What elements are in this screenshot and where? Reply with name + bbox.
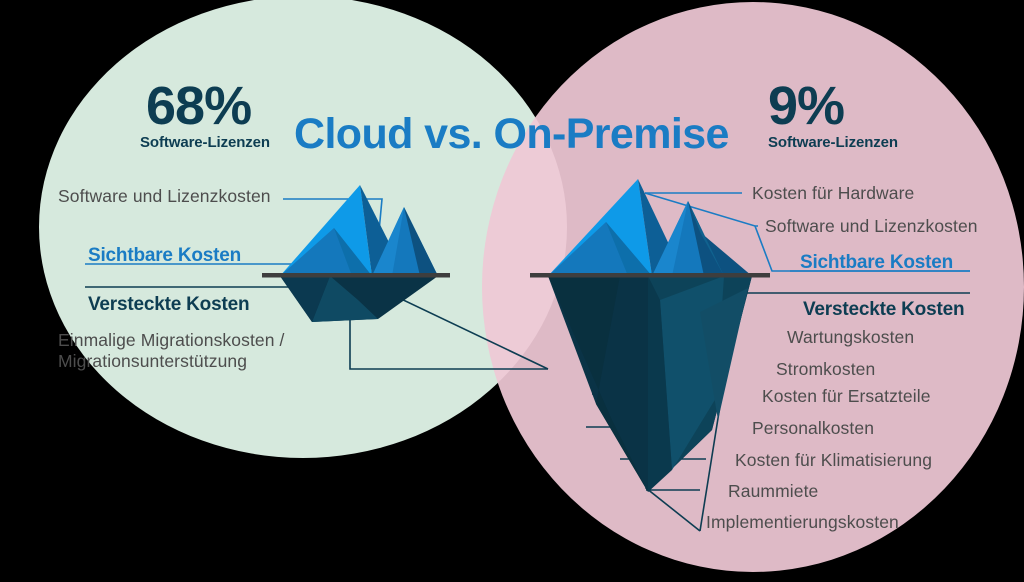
page-title: Cloud vs. On-Premise xyxy=(294,110,729,158)
left-visible-item-0: Software und Lizenzkosten xyxy=(58,186,271,206)
left-iceberg-submerged xyxy=(280,276,438,322)
right-iceberg-submerged xyxy=(548,276,752,492)
circle-cloud-green xyxy=(39,0,567,458)
left-waterline xyxy=(262,273,450,278)
left-percent-caption: Software-Lizenzen xyxy=(140,134,270,151)
right-hidden-item-5: Raummiete xyxy=(728,481,819,501)
left-hidden-item-1: Migrationsunterstützung xyxy=(58,351,248,371)
right-visible-heading: Sichtbare Kosten xyxy=(800,252,954,273)
right-waterline xyxy=(530,273,770,278)
circle-group xyxy=(39,0,1024,572)
right-visible-item-0: Kosten für Hardware xyxy=(752,183,915,203)
right-hidden-item-0: Wartungskosten xyxy=(787,327,915,347)
right-visible-item-1: Software und Lizenzkosten xyxy=(765,216,978,236)
right-iceberg xyxy=(548,179,752,492)
left-iceberg xyxy=(280,185,438,322)
right-hidden-item-4: Kosten für Klimatisierung xyxy=(735,450,933,470)
right-hidden-heading: Versteckte Kosten xyxy=(803,299,965,320)
right-hidden-item-3: Personalkosten xyxy=(752,418,875,438)
left-hidden-item-0: Einmalige Migrationskosten / xyxy=(58,330,285,350)
right-hidden-item-2: Kosten für Ersatzteile xyxy=(762,386,931,406)
right-percent-value: 9% xyxy=(768,76,845,136)
left-iceberg-visible xyxy=(280,185,438,276)
left-hidden-heading: Versteckte Kosten xyxy=(88,294,250,315)
left-visible-heading: Sichtbare Kosten xyxy=(88,245,242,266)
right-hidden-item-6: Implementierungskosten xyxy=(706,512,899,532)
right-hidden-item-1: Stromkosten xyxy=(776,359,876,379)
right-percent-caption: Software-Lizenzen xyxy=(768,134,898,151)
left-percent-value: 68% xyxy=(146,76,252,136)
right-iceberg-visible xyxy=(548,179,752,276)
